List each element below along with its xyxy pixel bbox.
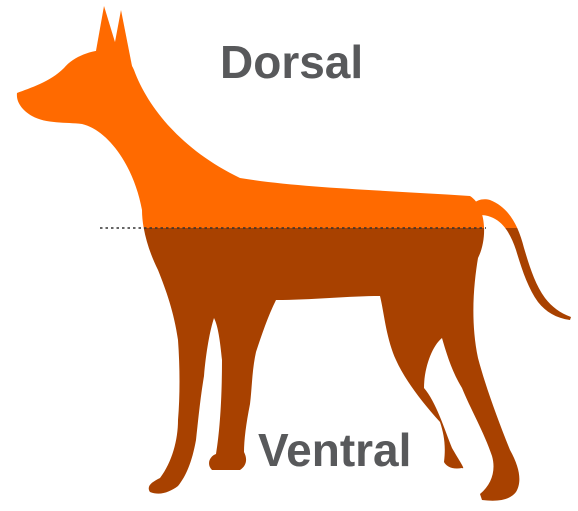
dorsal-label: Dorsal [220, 36, 363, 88]
ventral-label: Ventral [258, 424, 411, 476]
